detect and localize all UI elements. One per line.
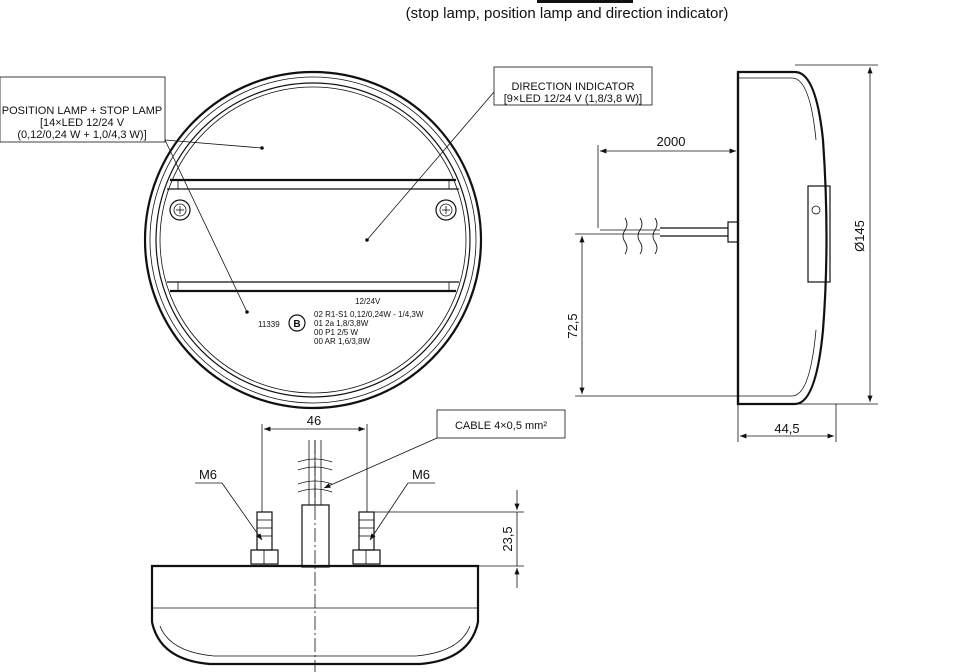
- cable-break-mark: [637, 217, 643, 255]
- indicator-callout-box: [493, 66, 653, 106]
- side-view: 2000 72,5 Ø145 44,5: [565, 64, 878, 442]
- right-screw-icon: [435, 199, 457, 221]
- bottom-cable-break: [297, 466, 333, 471]
- cable-callout-box: [436, 409, 566, 439]
- side-housing-outline: [736, 70, 828, 406]
- cable-gland: [727, 221, 739, 243]
- right-bolt-label: M6: [412, 467, 430, 482]
- marking-row1: 02 R1-S1 0,12/0,24W - 1/4,3W: [314, 310, 424, 319]
- lamp-rim-inner-edge: [149, 76, 477, 404]
- leader-stop-lamp: [164, 139, 248, 313]
- bottom-view: 46 CABLE 4×0,5 mm² M6 M6 23,5: [150, 409, 566, 672]
- cable-label: CABLE 4×0,5 mm²: [455, 420, 547, 432]
- position-lamp-label-line3: (0,12/0,24 W + 1,0/4,3 W)]: [17, 129, 146, 141]
- marking-approval-number: 11339: [258, 320, 280, 329]
- left-bolt-label: M6: [199, 467, 217, 482]
- cable-break-mark: [622, 217, 628, 255]
- right-bolt-icon: [352, 511, 381, 565]
- position-lamp-label-line2: [14×LED 12/24 V: [40, 117, 125, 129]
- approval-mark-circle: [288, 314, 306, 332]
- side-connector-housing: [807, 185, 831, 283]
- leader-cable: [323, 437, 438, 489]
- front-view: POSITION LAMP + STOP LAMP [14×LED 12/24 …: [0, 66, 653, 410]
- lamp-outer-rim: [143, 70, 483, 410]
- bottom-cable-sheath: [301, 504, 330, 568]
- left-screw-icon: [169, 199, 191, 221]
- cable-break-mark: [652, 217, 658, 255]
- leader-left-bolt: [221, 482, 263, 541]
- cropped-title-fragment: [537, 0, 633, 3]
- leader-right-bolt: [369, 482, 409, 541]
- bolt-height-value: 23,5: [500, 526, 515, 551]
- bottom-housing-outline: [150, 564, 480, 666]
- side-vent-hole: [811, 205, 821, 215]
- depth-dimension-value: 44,5: [774, 421, 799, 436]
- cable-length-value: 2000: [657, 134, 686, 149]
- position-lamp-callout-box: [0, 76, 166, 143]
- side-housing-inner: [738, 329, 817, 397]
- indicator-label-line1: DIRECTION INDICATOR: [511, 81, 634, 93]
- leader-indicator: [366, 91, 495, 241]
- side-housing-inner: [738, 77, 817, 141]
- drawing-subtitle: (stop lamp, position lamp and direction …: [406, 5, 729, 22]
- bottom-cable-break: [297, 488, 333, 493]
- lamp-lens-inner: [159, 86, 467, 394]
- marking-voltage: 12/24V: [355, 297, 381, 306]
- bottom-cable-break: [297, 458, 333, 463]
- left-bolt-icon: [250, 511, 279, 565]
- lamp-lens-edge: [155, 82, 471, 398]
- marking-row3: 00 P1 2/5 W: [314, 328, 358, 337]
- indicator-label-line2: [9×LED 12/24 V (1,8/3,8 W)]: [504, 93, 643, 105]
- height-dimension-value: 72,5: [565, 313, 580, 338]
- marking-row2: 01 2a 1,8/3,8W: [314, 319, 369, 328]
- approval-mark-letter: B: [293, 319, 300, 330]
- marking-row4: 00 AR 1,6/3,8W: [314, 337, 370, 346]
- leader-position-lamp: [164, 139, 263, 149]
- position-lamp-label-line1: POSITION LAMP + STOP LAMP: [2, 105, 162, 117]
- diameter-dimension-value: Ø145: [852, 220, 867, 252]
- bolt-spacing-value: 46: [307, 413, 321, 428]
